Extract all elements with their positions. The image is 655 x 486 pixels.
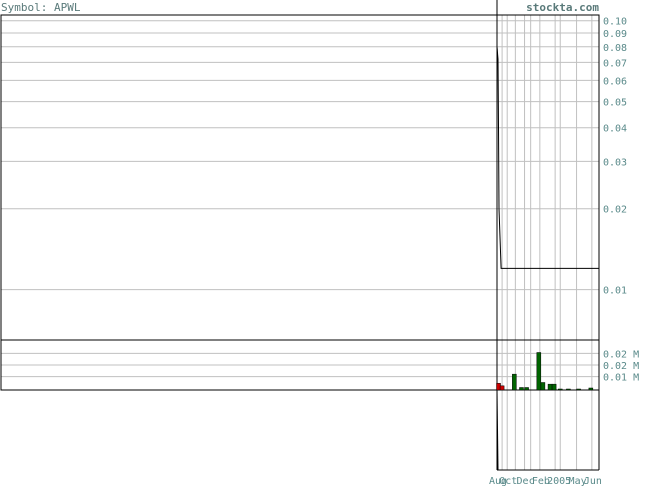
price-tick-label: 0.10 <box>603 17 627 28</box>
grid-layer <box>1 15 599 470</box>
volume-bar <box>519 387 524 391</box>
x-tick-label: Feb <box>532 476 550 486</box>
volume-bar <box>499 385 505 391</box>
volume-bar <box>512 373 517 391</box>
price-tick-label: 0.02 <box>603 205 627 216</box>
price-tick-label: 0.06 <box>603 76 627 87</box>
frame-layer <box>0 0 600 471</box>
x-tick-label: Dec <box>517 476 535 486</box>
x-tick-label: Oct <box>499 476 517 486</box>
mark-layer <box>496 46 599 471</box>
price-tick-label: 0.03 <box>603 157 627 168</box>
price-panel-frame <box>0 14 600 341</box>
volume-bar <box>551 383 557 391</box>
label-layer: 0.100.09 0.08 0.07 0.06 0.05 0.04 0.03 0.02 0.01… <box>489 17 639 486</box>
volume-bar <box>536 352 542 391</box>
volume-bar <box>524 387 529 391</box>
x-tick-label: Aug <box>489 476 507 486</box>
symbol-label: Symbol: APWL <box>1 1 81 14</box>
site-label[interactable]: stockta.com <box>526 1 599 14</box>
x-tick-label: Jun <box>584 476 602 486</box>
price-line <box>496 46 599 269</box>
x-tick-label: 2005 <box>547 476 571 486</box>
volume-bar <box>540 382 546 391</box>
price-tick-label: 0.05 <box>603 98 627 109</box>
volume-bar <box>566 388 571 391</box>
volume-bar <box>588 387 594 391</box>
price-tick-label: 0.04 <box>603 124 627 135</box>
volume-bar <box>557 388 563 391</box>
volume-tick-label: 0.02 M <box>603 349 639 360</box>
indicator-line <box>496 389 499 471</box>
price-tick-label: 0.09 <box>603 29 627 40</box>
price-tick-label: 0.01 <box>603 286 627 297</box>
volume-tick-label: 0.02 M <box>603 361 639 372</box>
x-tick-label: May <box>569 476 587 486</box>
price-tick-label: 0.08 <box>603 43 627 54</box>
volume-bar <box>576 388 581 391</box>
price-tick-label: 0.07 <box>603 58 627 69</box>
volume-tick-label: 0.01 M <box>603 373 639 384</box>
volume-bar <box>547 383 553 391</box>
